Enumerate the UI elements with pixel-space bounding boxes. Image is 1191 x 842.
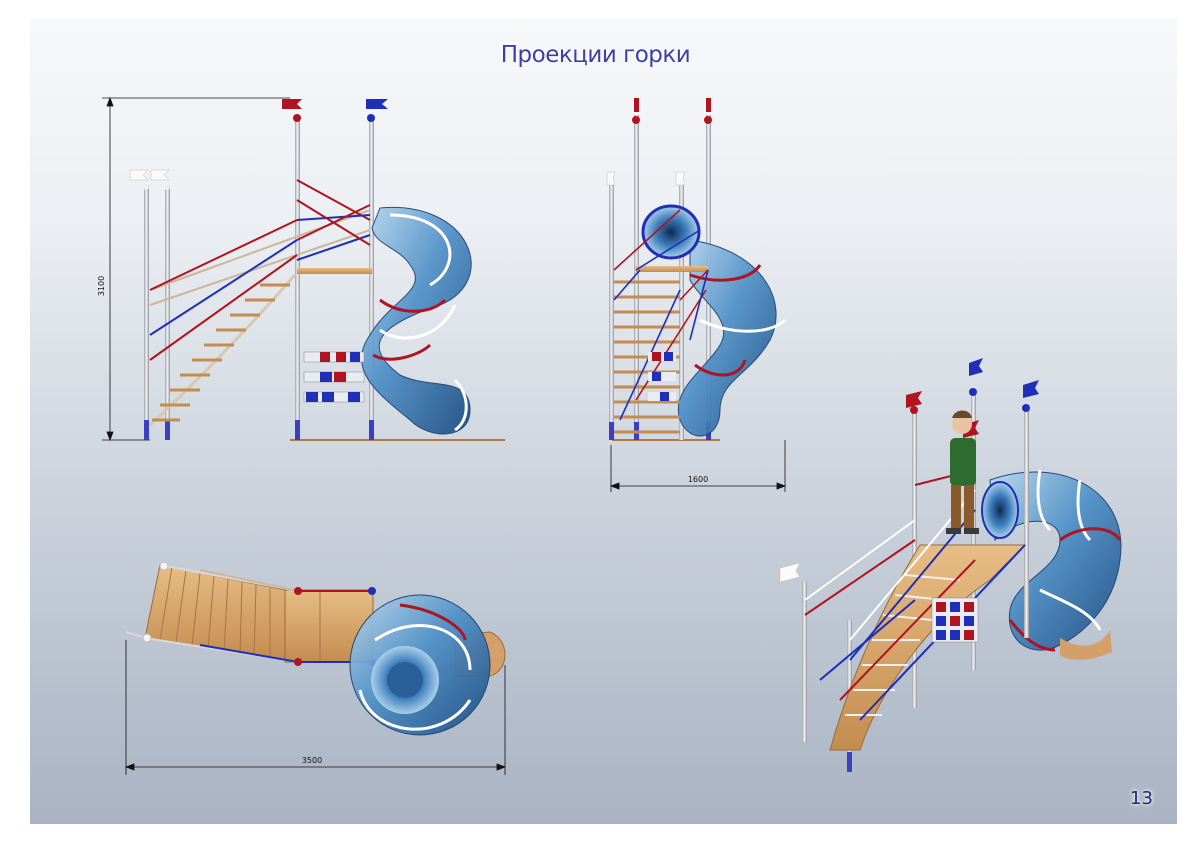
flag-red-icon bbox=[906, 391, 922, 408]
side-poles bbox=[143, 114, 375, 440]
length-dimension bbox=[124, 640, 507, 775]
tic-tac-toe-panel-icon bbox=[648, 352, 676, 401]
side-stairs bbox=[148, 274, 297, 427]
flag-white-icon bbox=[150, 169, 170, 181]
perspective-view bbox=[779, 358, 1122, 772]
sheet-background bbox=[30, 18, 1177, 824]
side-platform bbox=[297, 268, 372, 274]
flag-blue-icon bbox=[366, 99, 388, 109]
flag-white-icon bbox=[129, 169, 149, 181]
side-view: 3100 bbox=[97, 96, 505, 442]
length-dimension-label: 3500 bbox=[302, 756, 322, 765]
top-tube-slide bbox=[349, 594, 491, 736]
top-view: 3500 bbox=[124, 561, 507, 775]
perspective-tube-slide bbox=[981, 469, 1122, 660]
flag-blue-icon bbox=[969, 358, 983, 376]
flag-white-icon bbox=[606, 171, 616, 186]
tic-tac-toe-panel-icon bbox=[303, 351, 365, 403]
height-dimension-label: 3100 bbox=[97, 276, 106, 296]
flag-white-icon bbox=[779, 562, 801, 583]
top-stairs bbox=[144, 564, 286, 661]
side-ropes bbox=[149, 179, 371, 361]
side-tube-slide bbox=[360, 206, 472, 435]
page-title: Проекции горки bbox=[500, 42, 691, 68]
child-figure-icon bbox=[946, 410, 979, 534]
front-ladder bbox=[614, 280, 680, 434]
top-rails bbox=[125, 564, 372, 663]
width-dimension-label: 1600 bbox=[688, 475, 708, 484]
width-dimension bbox=[609, 440, 787, 492]
flag-white-icon bbox=[675, 171, 686, 186]
front-view: 1600 bbox=[606, 98, 787, 492]
page-number: 13 bbox=[1130, 788, 1153, 809]
flag-red-icon bbox=[282, 99, 302, 109]
tic-tac-toe-panel-icon bbox=[931, 597, 979, 643]
flag-blue-icon bbox=[1023, 380, 1039, 398]
height-dimension bbox=[102, 96, 290, 442]
